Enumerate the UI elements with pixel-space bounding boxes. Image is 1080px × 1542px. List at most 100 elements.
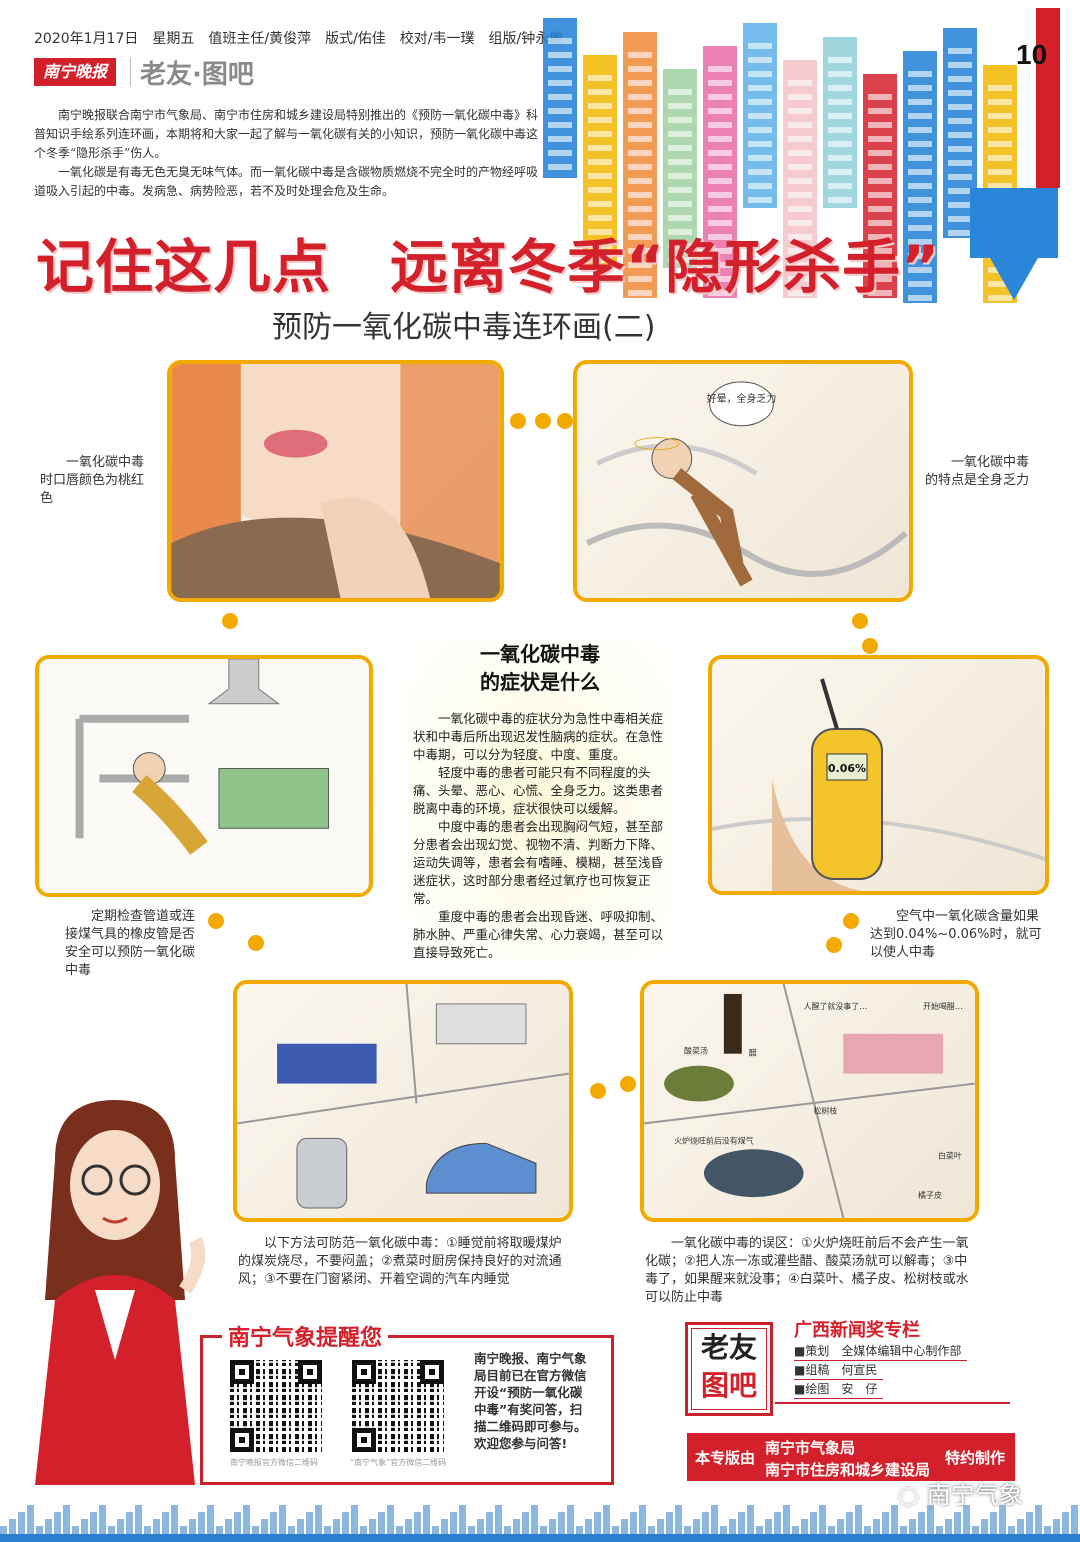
building [135, 1505, 142, 1534]
comic-panel-detector: 0.06% [708, 655, 1049, 895]
building [936, 1526, 943, 1534]
building [909, 1519, 916, 1534]
subtitle: 预防一氧化碳中毒连环画(二) [272, 310, 656, 345]
main-title: 记住这几点 远离冬季“隐形杀手” [36, 233, 941, 301]
building [774, 1512, 781, 1534]
building [1071, 1505, 1078, 1534]
caption-prevention: 以下方法可防范一氧化碳中毒：①睡觉前将取暖煤炉的煤炭烧尽，不要闷盖；②煮菜时厨房… [238, 1236, 562, 1287]
reminder-title: 南宁气象提醒您 [222, 1320, 389, 1352]
building [153, 1519, 160, 1534]
intro-text: 南宁晚报联合南宁市气象局、南宁市住房和城乡建设局特别推出的《预防一氧化碳中毒》科… [34, 106, 540, 201]
building [477, 1519, 484, 1534]
building [315, 1505, 322, 1534]
building [675, 1505, 682, 1534]
credit-line: ■绘图 安 仔 [794, 1380, 884, 1399]
wechat-watermark: ◌ 南宁气象 [898, 1475, 1023, 1510]
bottom-skyline [0, 1505, 1080, 1542]
building [823, 37, 857, 208]
presenter-character-illustration [35, 1100, 206, 1485]
building [954, 1512, 961, 1534]
caption-lips: 一氧化碳中毒时口唇颜色为桃红色 [40, 455, 145, 506]
building [765, 1519, 772, 1534]
building [432, 1526, 439, 1534]
banner-suffix: 特约制作 [945, 1449, 1006, 1467]
building [459, 1505, 466, 1534]
kitchen-pipe-illustration [39, 659, 369, 893]
building [981, 1519, 988, 1534]
connector-dot [852, 613, 868, 629]
intro-paragraph: 南宁晚报联合南宁市气象局、南宁市住房和城乡建设局特别推出的《预防一氧化碳中毒》科… [34, 108, 539, 160]
caption-myths: 一氧化碳中毒的误区：①火炉烧旺前后不会产生一氧化碳；②把人冻一冻或灌些醋、酸菜汤… [645, 1236, 969, 1305]
credit-line: ■策划 全媒体编辑中心制作部 [794, 1342, 968, 1361]
building [423, 1505, 430, 1534]
divider [775, 1402, 1010, 1404]
building [117, 1519, 124, 1534]
connector-dot [590, 1083, 606, 1099]
building [360, 1526, 367, 1534]
building [549, 1519, 556, 1534]
myth-label: 人醒了就没事了… [804, 1001, 868, 1011]
building [45, 1519, 52, 1534]
building [585, 1519, 592, 1534]
building [180, 1526, 187, 1534]
building [1053, 1519, 1060, 1534]
connector-dot [222, 613, 238, 629]
building [648, 1526, 655, 1534]
building [225, 1519, 232, 1534]
building [747, 1505, 754, 1534]
building [531, 1505, 538, 1534]
myth-label: 火炉烧旺前后没有煤气 [674, 1135, 754, 1145]
building [261, 1519, 268, 1534]
building [630, 1512, 637, 1534]
article-paragraph: 轻度中毒的患者可能只有不同程度的头痛、头晕、恶心、心慌、全身乏力。这类患者脱离中… [413, 765, 664, 816]
building [207, 1505, 214, 1534]
building [972, 1526, 979, 1534]
building [306, 1512, 313, 1534]
building [945, 1519, 952, 1534]
building [963, 1505, 970, 1534]
building [72, 1526, 79, 1534]
building [252, 1526, 259, 1534]
column-logo-line: 老友 [700, 1331, 757, 1364]
building [90, 1512, 97, 1534]
building [576, 1526, 583, 1534]
building [468, 1526, 475, 1534]
building [513, 1519, 520, 1534]
myths-illustration: 酸菜汤 醋 松树枝 白菜叶 橘子皮 火炉烧旺前后没有煤气 人醒了就没事了… 开始… [644, 984, 975, 1218]
building [1062, 1512, 1069, 1534]
building [666, 1512, 673, 1534]
myth-label: 醋 [749, 1048, 757, 1058]
building [891, 1505, 898, 1534]
reminder-box-top [200, 1335, 614, 1338]
article-paragraph: 一氧化碳中毒的症状分为急性中毒相关症状和中毒后所出现迟发性脑病的症状。在急性中毒… [413, 711, 664, 762]
building [594, 1512, 601, 1534]
building [873, 1519, 880, 1534]
section-name: 老友·图吧 [140, 60, 254, 90]
myth-label: 白菜叶 [938, 1150, 962, 1160]
building [783, 1505, 790, 1534]
qr-code-wanbao[interactable] [230, 1360, 322, 1452]
qr-code-weather[interactable] [352, 1360, 444, 1452]
watermark-text: 南宁气象 [926, 1481, 1023, 1509]
award-column-title: 广西新闻奖专栏 [794, 1320, 920, 1341]
building [792, 1526, 799, 1534]
building [189, 1519, 196, 1534]
building [846, 1512, 853, 1534]
building [243, 1505, 250, 1534]
column-logo-line: 图吧 [700, 1369, 757, 1402]
building [903, 51, 937, 303]
banner-prefix: 本专版由 [695, 1449, 756, 1467]
building [738, 1512, 745, 1534]
building [639, 1505, 646, 1534]
building [1008, 1526, 1015, 1534]
building [9, 1519, 16, 1534]
article-title-line: 一氧化碳中毒 [480, 642, 600, 666]
thought-bubble-text: 好晕，全身乏力 [707, 392, 777, 405]
skyline-illustration: 10 [543, 8, 1060, 303]
qr-caption: “南宁气象”官方微信二维码 [350, 1458, 447, 1467]
building [756, 1526, 763, 1534]
building [387, 1505, 394, 1534]
building [144, 1526, 151, 1534]
building [1026, 1512, 1033, 1534]
woman-lips-illustration [171, 364, 500, 598]
